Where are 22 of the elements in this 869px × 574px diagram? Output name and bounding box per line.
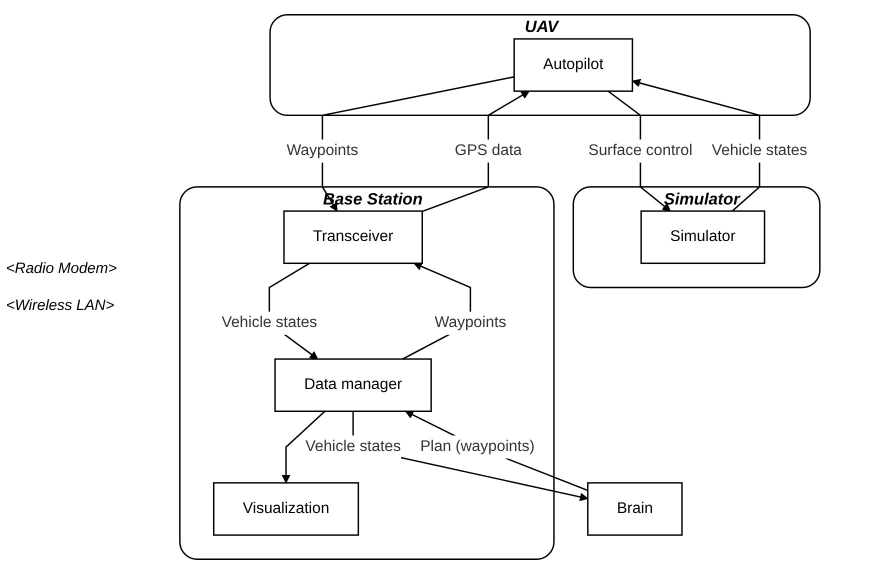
- arrow: [404, 410, 588, 492]
- arrow: [352, 411, 588, 502]
- edge-label: Vehicle states: [221, 314, 317, 332]
- node-box: Data manager: [274, 358, 432, 412]
- network-note: <Radio Modem>: [6, 260, 118, 277]
- node-box: Transceiver: [282, 210, 423, 264]
- network-note: <Wireless LAN>: [6, 297, 116, 314]
- edge-label: Vehicle states: [711, 142, 807, 159]
- edge-label: Plan (waypoints): [420, 438, 534, 455]
- edge-label: Waypoints: [286, 142, 358, 159]
- edge-label: Vehicle states: [305, 438, 401, 455]
- edge-label: GPS data: [454, 142, 522, 159]
- edge-label: Surface control: [588, 142, 692, 159]
- node-box: Simulator: [640, 210, 765, 264]
- node-box: Visualization: [212, 482, 359, 536]
- arrow: [281, 410, 325, 484]
- arrow: [632, 78, 760, 212]
- arrow: [422, 90, 530, 212]
- node-box: Autopilot: [513, 38, 633, 92]
- node-box: Brain: [586, 482, 682, 536]
- edge-label: Waypoints: [434, 314, 506, 332]
- arrow: [321, 76, 514, 212]
